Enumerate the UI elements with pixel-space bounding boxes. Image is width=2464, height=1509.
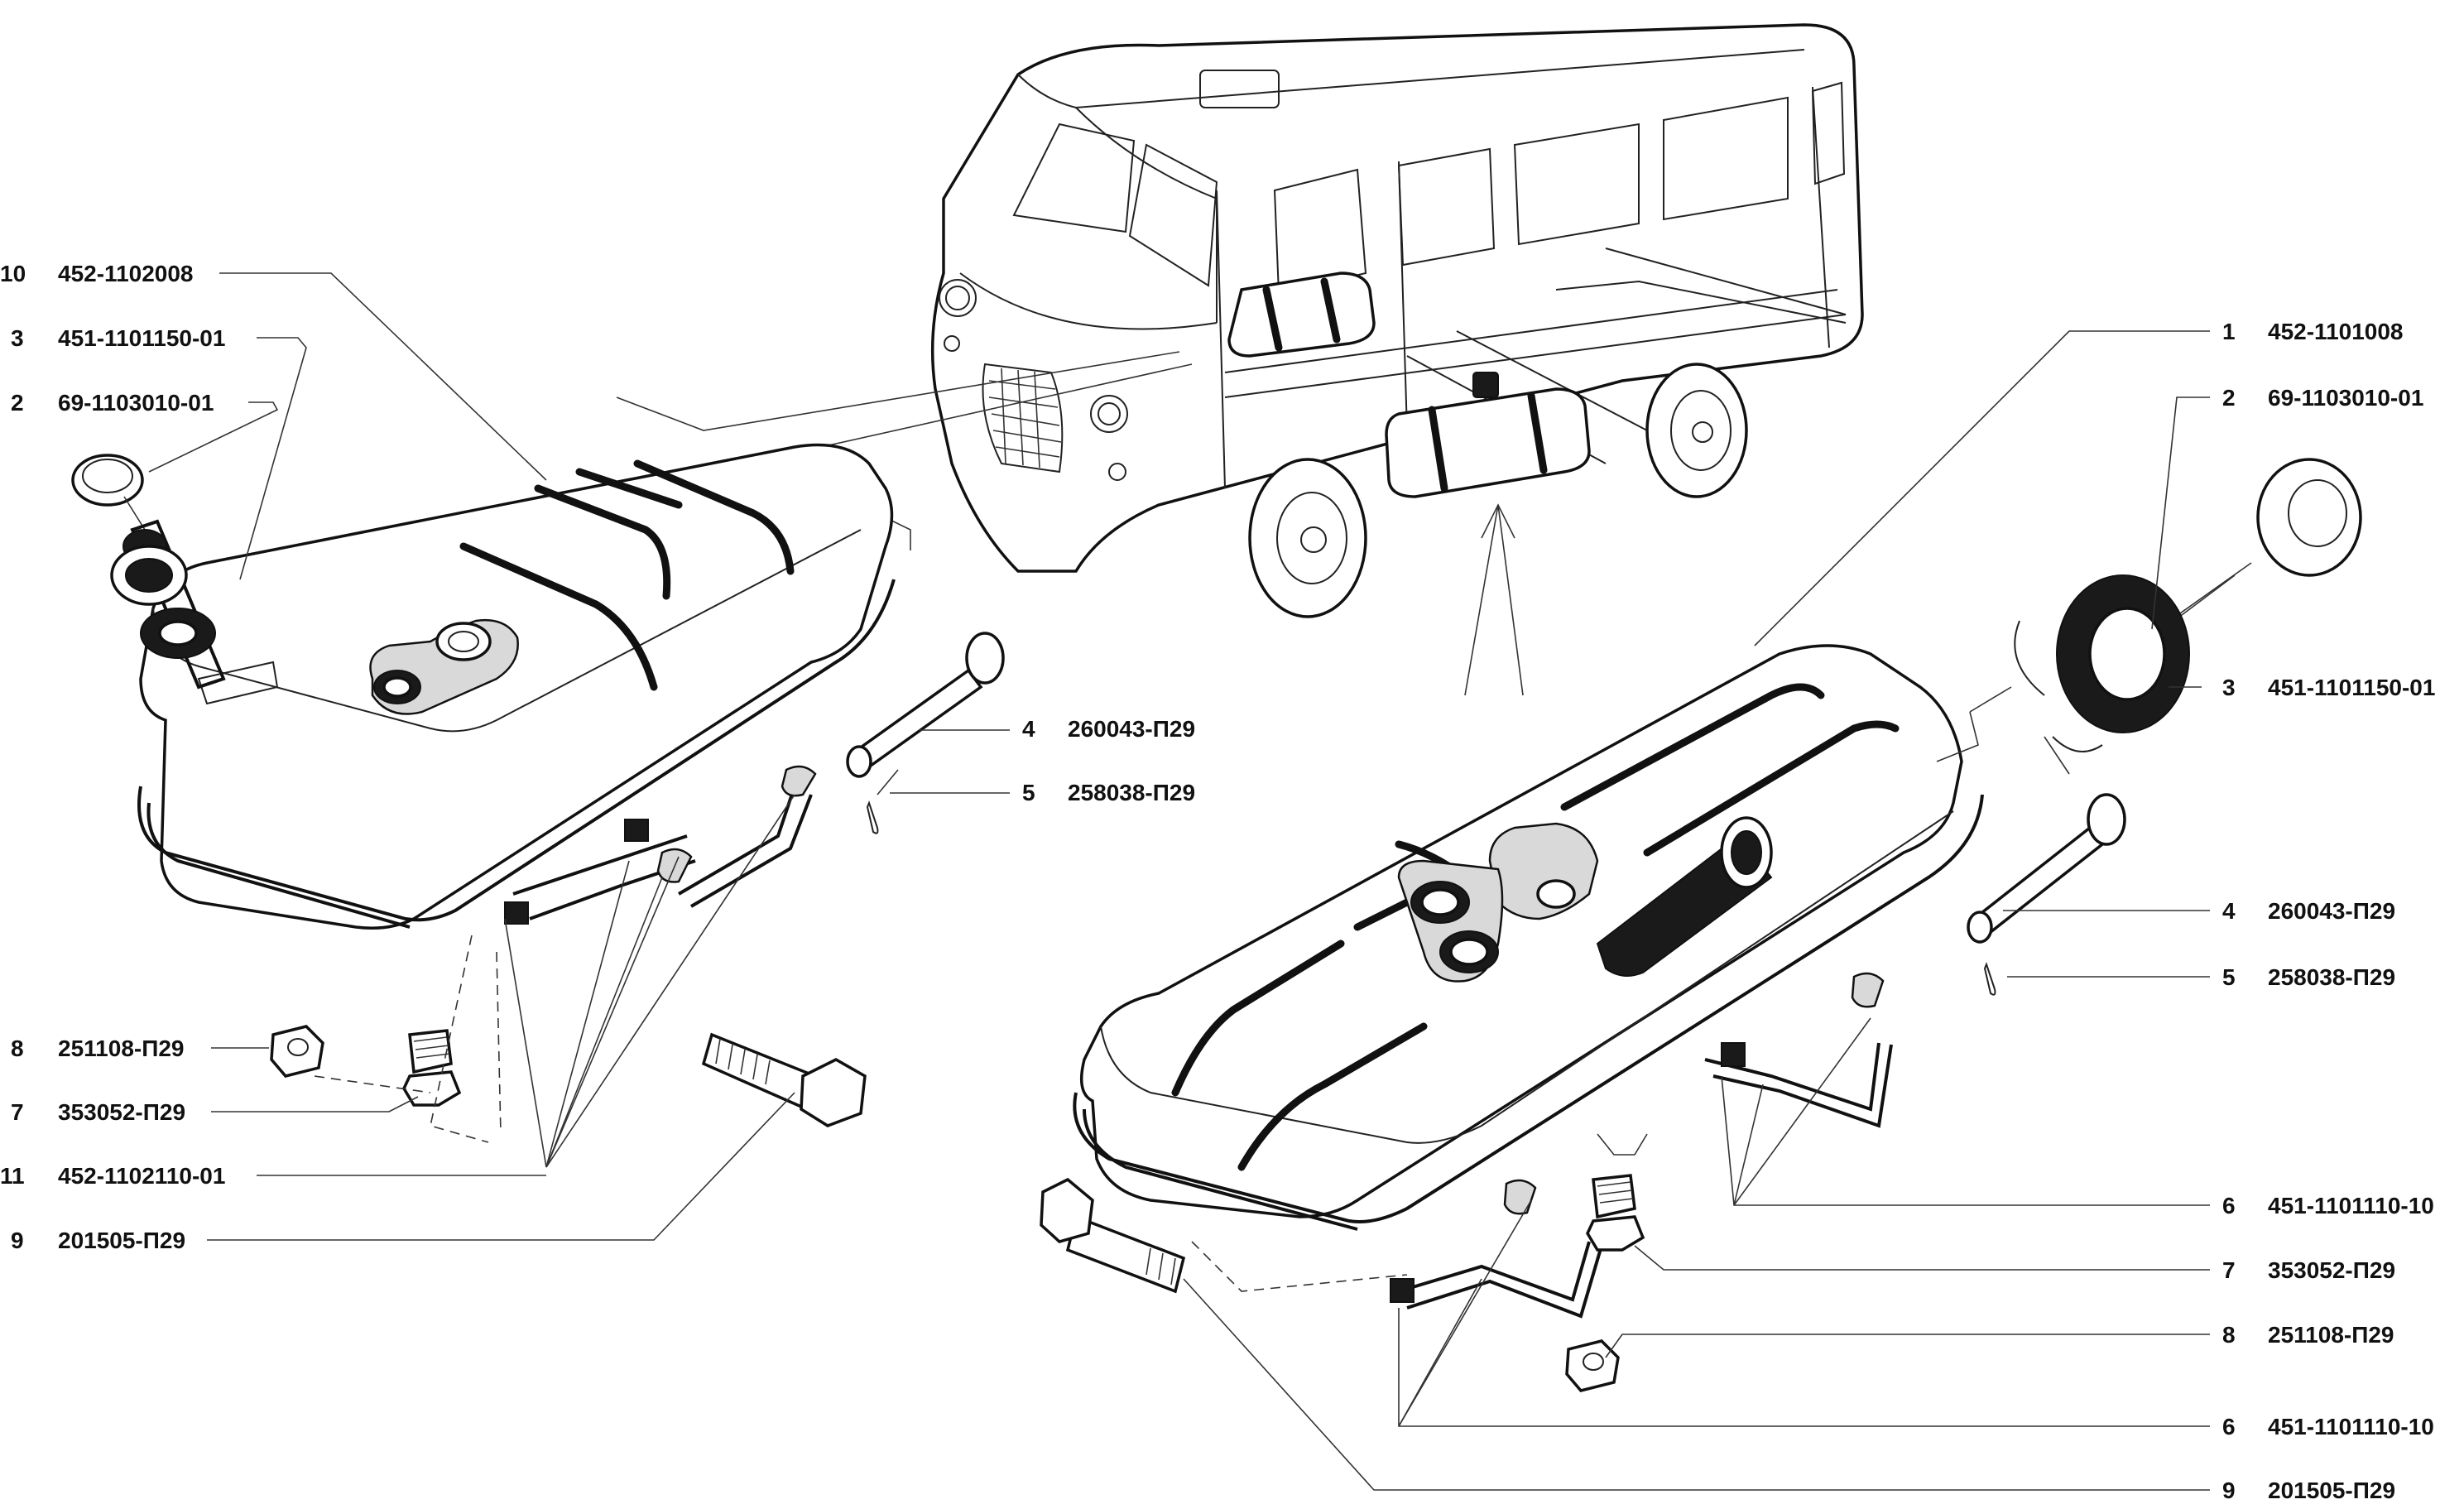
part-code: 452-1102110-01 [58,1163,225,1189]
left-filler-cap-group [71,454,226,690]
callout-left-8: 8 251108-П29 [11,1036,269,1061]
right-fuel-tank [1073,644,1984,1319]
callout-right-1: 1 452-1101008 [1754,319,2404,646]
callout-right-6b: 6 451-1101110-10 [1398,1199,2434,1439]
callout-right-6a: 6 451-1101110-10 [1721,1017,2434,1218]
callout-left-9: 9 201505-П29 [11,1092,795,1253]
callout-number: 8 [11,1036,24,1061]
callout-number: 9 [11,1228,24,1253]
callout-right-4: 4 260043-П29 [2003,898,2395,924]
callout-number: 11 [0,1163,25,1189]
callout-left-7: 7 353052-П29 [11,1096,419,1125]
part-code: 451-1101150-01 [2268,675,2435,700]
callout-number: 5 [1022,780,1035,805]
callout-right-8: 8 251108-П29 [1605,1322,2394,1358]
van-illustration [930,23,1864,618]
part-code: 452-1102008 [58,261,194,286]
callout-left-3: 3 451-1101150-01 [11,325,307,580]
callout-number: 6 [2222,1414,2236,1439]
callout-number: 3 [2222,675,2236,700]
callout-number: 7 [11,1099,24,1125]
part-code: 260043-П29 [1068,716,1195,742]
part-code: 451-1101110-10 [2268,1193,2434,1218]
callout-number: 2 [11,390,24,416]
part-code: 201505-П29 [58,1228,185,1253]
callout-number: 2 [2222,385,2236,411]
left-fuel-tank [137,443,896,930]
right-callout-list: 1 452-1101008 2 69-1103010-01 3 451-1101… [1183,319,2435,1503]
callout-number: 8 [2222,1322,2236,1348]
part-code: 69-1103010-01 [58,390,214,416]
part-code: 451-1101150-01 [58,325,225,351]
left-callout-list: 10 452-1102008 3 451-1101150-01 2 69-110… [0,261,1195,1253]
callout-number: 9 [2222,1478,2236,1503]
part-code: 353052-П29 [2268,1257,2395,1283]
callout-right-9: 9 201505-П29 [1183,1278,2395,1503]
callout-right-7: 7 353052-П29 [1634,1245,2395,1283]
callout-number: 6 [2222,1193,2236,1218]
callout-number: 5 [2222,964,2236,990]
part-code: 251108-П29 [2268,1322,2394,1348]
callout-number: 4 [2222,898,2236,924]
part-code: 258038-П29 [1068,780,1195,805]
right-filler-cap-group [2014,458,2362,752]
callout-number: 1 [2222,319,2236,344]
part-code: 201505-П29 [2268,1478,2395,1503]
part-code: 258038-П29 [2268,964,2395,990]
callout-number: 10 [0,261,26,286]
part-code: 452-1101008 [2268,319,2404,344]
callout-number: 3 [11,325,24,351]
callout-right-3: 3 451-1101150-01 [2169,675,2435,700]
part-code: 260043-П29 [2268,898,2395,924]
callout-left-5: 5 258038-П29 [890,780,1195,805]
right-hardware [1040,793,2126,1392]
part-code: 451-1101110-10 [2268,1414,2434,1439]
callout-left-10: 10 452-1102008 [0,261,547,481]
callout-right-5: 5 258038-П29 [2007,964,2395,990]
callout-left-4: 4 260043-П29 [919,716,1195,742]
callout-left-2: 2 69-1103010-01 [11,390,279,473]
part-code: 251108-П29 [58,1036,184,1061]
part-code: 69-1103010-01 [2268,385,2423,411]
callout-left-11: 11 452-1102110-01 [0,1163,546,1189]
left-hardware [270,632,1005,1127]
part-code: 353052-П29 [58,1099,185,1125]
callout-number: 7 [2222,1257,2236,1283]
callout-right-2: 2 69-1103010-01 [2151,385,2423,630]
callout-number: 4 [1022,716,1035,742]
